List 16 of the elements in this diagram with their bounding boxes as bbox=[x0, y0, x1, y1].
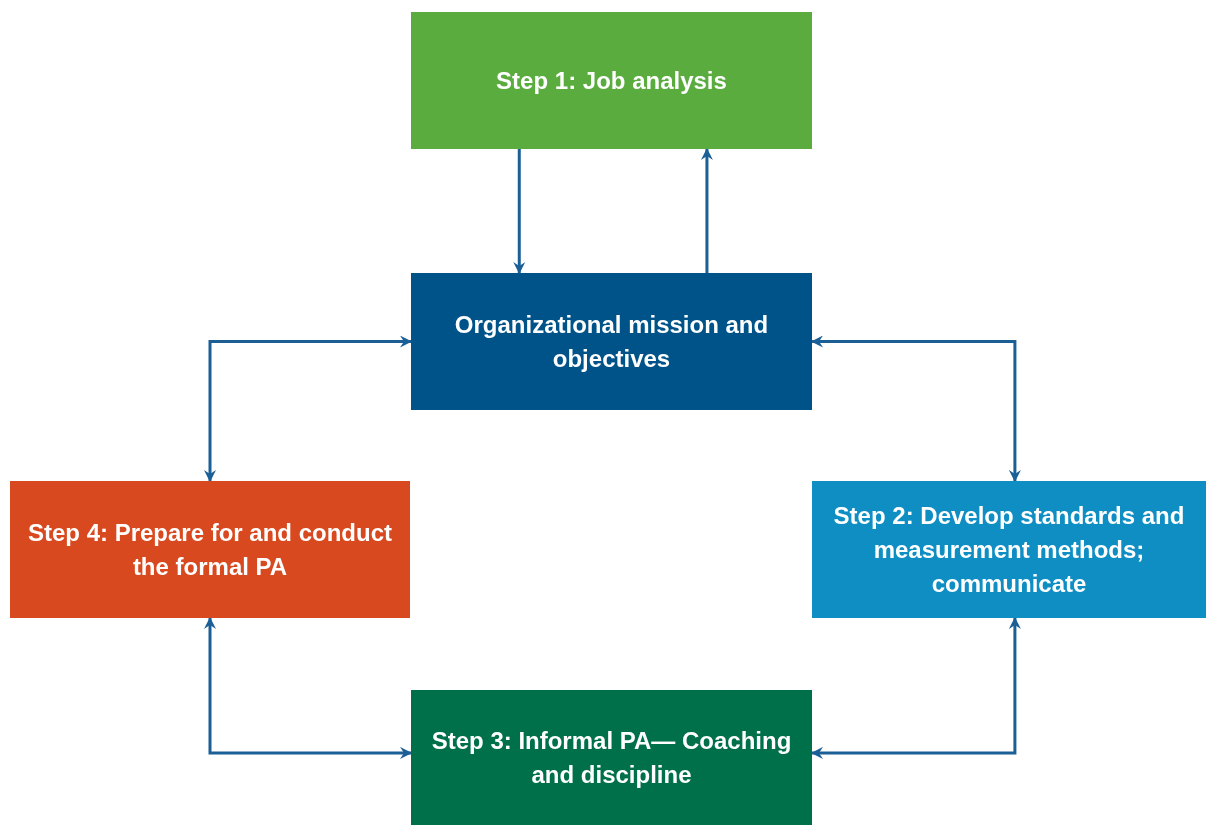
arrow bbox=[811, 335, 1021, 482]
process-box bbox=[10, 481, 410, 618]
process-box bbox=[411, 273, 812, 410]
arrow bbox=[700, 148, 713, 273]
step-label: Step 3: Informal PA— Coaching and discipline bbox=[430, 725, 793, 790]
step-label: Organizational mission and objectives bbox=[453, 309, 770, 374]
arrow bbox=[513, 149, 526, 274]
step-label: Step 4: Prepare for and conduct the formal PA bbox=[26, 517, 394, 582]
process-box bbox=[812, 481, 1206, 618]
arrow bbox=[811, 617, 1021, 759]
arrow bbox=[204, 617, 412, 759]
step-label: Step 2: Develop standards and measurement methods; communicate bbox=[832, 500, 1186, 599]
process-box bbox=[411, 690, 812, 825]
process-box bbox=[411, 12, 812, 149]
arrow bbox=[204, 335, 412, 482]
step-label: Step 1: Job analysis bbox=[496, 65, 727, 96]
